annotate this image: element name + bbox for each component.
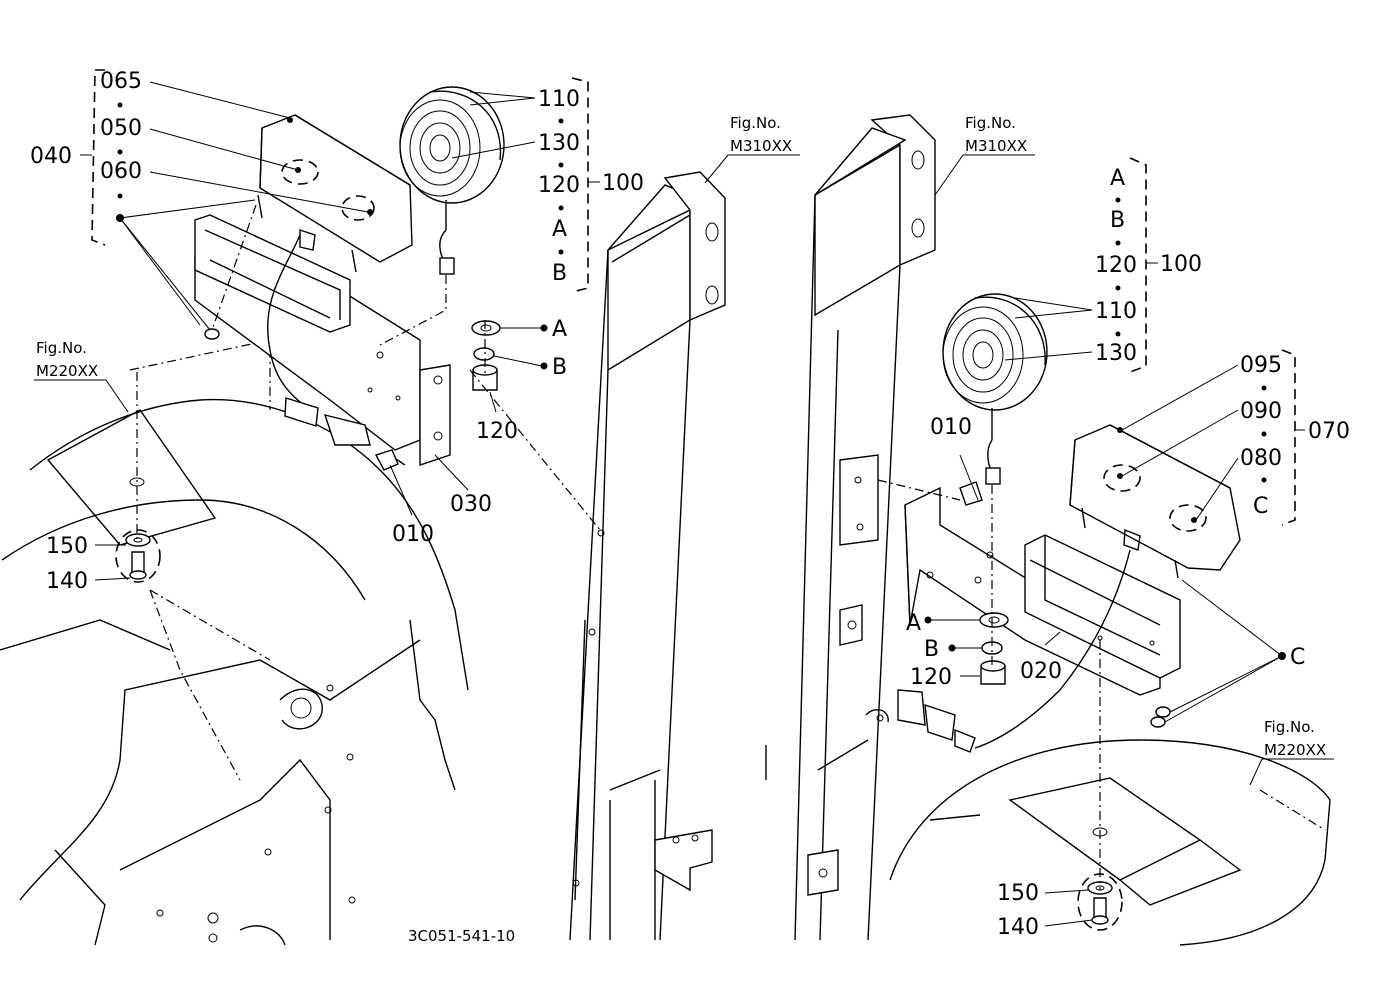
label-150-right: 150 [997,881,1039,906]
label-B-left-group: B [552,261,567,286]
label-A-right-group: A [1110,166,1125,191]
right-reflector-callouts: 070 095 090 080 C [1121,349,1350,526]
label-060: 060 [100,159,142,184]
left-bracket-030 [194,214,451,466]
label-140-right: 140 [997,915,1039,940]
label-B-left: B [552,355,567,380]
left-fender [0,339,469,946]
left-mast [569,171,726,941]
fig-ref-m220xx-left[interactable]: Fig.No. M220XX [34,339,129,413]
label-150-left: 150 [46,534,88,559]
right-hardware-callouts: 010 A B 120 020 C 150 140 [906,415,1305,940]
label-100-right: 100 [1160,252,1202,277]
label-A-left: A [552,317,567,342]
left-lamp-callouts: 100 110 130 120 A B [451,77,644,293]
fig-ref-m220xx-left-line2: M220XX [36,362,98,380]
label-120-right-nut: 120 [910,665,952,690]
label-130-left: 130 [538,131,580,156]
label-110-right: 110 [1095,299,1137,324]
label-140-left: 140 [46,569,88,594]
left-reflector-040 [257,114,413,273]
fig-ref-m220xx-right[interactable]: Fig.No. M220XX [1249,718,1334,786]
label-C-right: C [1290,645,1305,670]
label-A-left-group: A [552,217,567,242]
label-050: 050 [100,116,142,141]
fig-ref-m220xx-left-line1: Fig.No. [36,339,87,357]
left-hardware [204,320,501,391]
label-130-right: 130 [1095,341,1137,366]
label-C-group: C [1253,494,1268,519]
label-030: 030 [450,492,492,517]
right-reflector-070 [1069,424,1241,579]
label-120-right: 120 [1095,253,1137,278]
right-lamp-assembly [942,293,1048,485]
drawing-number: 3C051-541-10 [408,927,515,945]
label-090: 090 [1240,399,1282,424]
label-A-right: A [906,611,921,636]
fig-ref-m310xx-right[interactable]: Fig.No. M310XX [934,114,1035,196]
left-bottom-bolt [115,529,161,583]
fig-ref-m310xx-left-line2: M310XX [730,137,792,155]
right-fender [889,739,1331,946]
label-110-left: 110 [538,87,580,112]
left-reflector-callouts: 040 065 050 060 [30,69,369,331]
left-harness [267,234,406,471]
label-B-right-group: B [1110,208,1125,233]
fig-ref-m310xx-right-line2: M310XX [965,137,1027,155]
label-010-left: 010 [392,522,434,547]
label-040: 040 [30,144,72,169]
fig-ref-m310xx-left[interactable]: Fig.No. M310XX [704,114,800,184]
label-095: 095 [1240,353,1282,378]
label-080: 080 [1240,446,1282,471]
label-070: 070 [1308,419,1350,444]
fig-ref-m310xx-left-line1: Fig.No. [730,114,781,132]
label-010-right: 010 [930,415,972,440]
right-bracket-020 [904,486,1181,696]
label-B-right: B [924,637,939,662]
label-020: 020 [1020,659,1062,684]
right-lamp-callouts: 100 A B 120 110 130 [1004,157,1202,373]
fig-ref-m220xx-right-line1: Fig.No. [1264,718,1315,736]
left-hardware-callouts: A B 120 010 030 150 140 [46,317,567,594]
label-120-left-nut: 120 [476,419,518,444]
label-100-left: 100 [602,171,644,196]
right-mast [765,114,936,941]
assembly-lines [136,204,1101,890]
label-120-left: 120 [538,173,580,198]
fig-ref-m220xx-right-line2: M220XX [1264,741,1326,759]
left-lamp-assembly [399,86,505,275]
fig-ref-m310xx-right-line1: Fig.No. [965,114,1016,132]
right-harness [865,481,1171,753]
label-065: 065 [100,69,142,94]
